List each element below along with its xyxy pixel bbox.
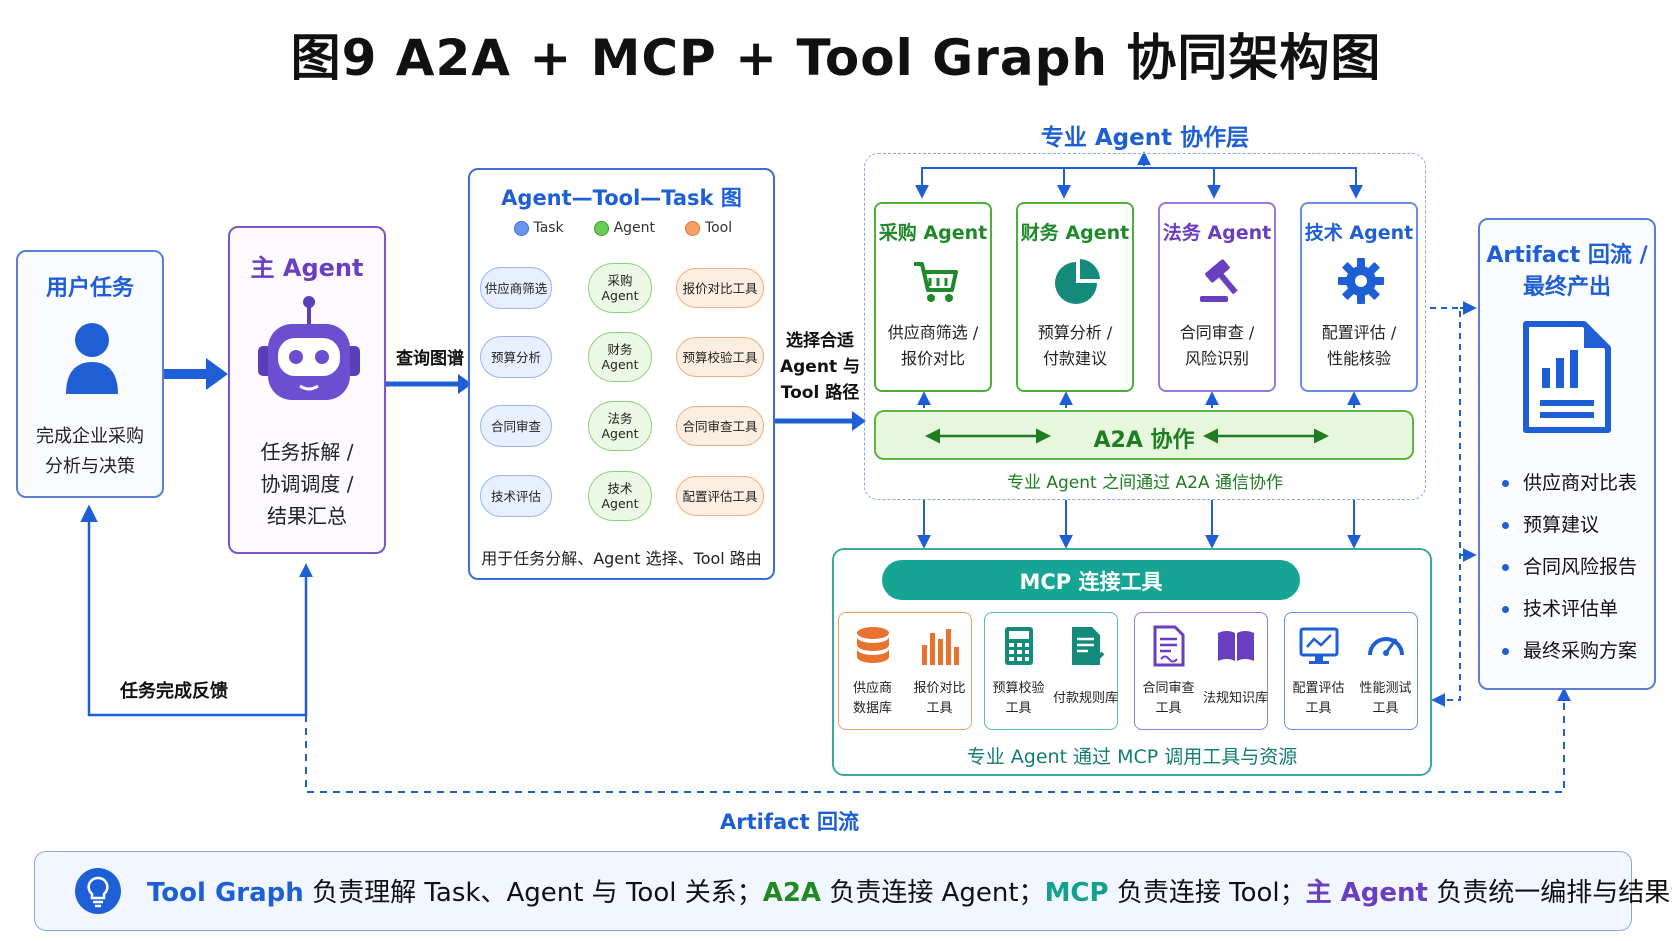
artifact-flow-line <box>299 563 1571 793</box>
cart-icon <box>910 256 960 306</box>
legend-tool: Tool <box>704 220 733 236</box>
graph-caption: 用于任务分解、Agent 选择、Tool 路由 <box>481 549 762 568</box>
graph-tool-node: 预算校验工具 <box>676 337 764 377</box>
graph-task-node: 供应商筛选 <box>480 267 552 309</box>
bar-chart-icon <box>920 625 960 667</box>
a2a-bar: A2A 协作 <box>874 410 1414 460</box>
graph-task-node: 预算分析 <box>480 336 552 378</box>
list-item: 供应商对比表 <box>1502 462 1637 504</box>
a2a-caption: 专业 Agent 之间通过 A2A 通信协作 <box>1006 473 1283 493</box>
artifact-flow-label: Artifact 回流 <box>720 810 859 834</box>
mcp-tool-item: 预算校验工具 <box>985 613 1052 731</box>
list-item: 预算建议 <box>1502 504 1637 546</box>
legend-tool-dot <box>685 220 701 236</box>
mcp-tool-item: 配置评估工具 <box>1285 613 1352 731</box>
calculator-icon <box>999 625 1039 667</box>
query-graph-label: 查询图谱 <box>396 349 464 369</box>
document-check-icon <box>1066 625 1106 667</box>
list-item: 合同风险报告 <box>1502 546 1637 588</box>
user-task-desc-line2: 分析与决策 <box>45 456 135 477</box>
legal-agent-title: 法务 Agent <box>1162 222 1272 244</box>
legal-agent-card: 法务 Agent 合同审查 /风险识别 <box>1158 202 1276 392</box>
database-icon <box>853 625 893 667</box>
select-path-label: 选择合适 Agent 与 Tool 路径 <box>779 331 860 403</box>
gauge-icon <box>1366 625 1406 667</box>
graph-task-node: 合同审查 <box>480 405 552 447</box>
graph-task-node: 技术评估 <box>480 475 552 517</box>
tech-agent-card: 技术 Agent 配置评估 /性能核验 <box>1300 202 1418 392</box>
gear-icon <box>1336 256 1386 306</box>
mcp-tool-group: 合同审查工具 法规知识库 <box>1134 612 1268 730</box>
main-agent-box: 主 Agent 任务拆解 / 协调调度 / 结果汇总 <box>228 226 386 554</box>
pie-chart-icon <box>1052 256 1102 306</box>
report-icon <box>1522 320 1612 434</box>
graph-legend: Task Agent Tool <box>514 220 758 236</box>
collab-layer-frame <box>864 153 1426 500</box>
mcp-tool-item: 合同审查工具 <box>1135 613 1202 731</box>
artifact-box: Artifact 回流 / 最终产出 供应商对比表 预算建议 合同风险报告 技术… <box>1478 218 1656 690</box>
mcp-tool-group: 供应商数据库 报价对比工具 <box>838 612 972 730</box>
mcp-tool-item: 付款规则库 <box>1052 613 1119 731</box>
mcp-tool-item: 供应商数据库 <box>839 613 906 731</box>
contract-icon <box>1149 625 1189 667</box>
finance-agent-card: 财务 Agent 预算分析 /付款建议 <box>1016 202 1134 392</box>
procurement-agent-title: 采购 Agent <box>878 222 988 244</box>
a2a-label: A2A 协作 <box>1093 428 1195 453</box>
user-task-title: 用户任务 <box>45 276 134 301</box>
book-icon <box>1216 625 1256 667</box>
mcp-tool-group: 配置评估工具 性能测试工具 <box>1284 612 1418 730</box>
legend-task: Task <box>533 220 564 236</box>
procurement-agent-card: 采购 Agent 供应商筛选 /报价对比 <box>874 202 992 392</box>
summary-text: Tool Graph 负责理解 Task、Agent 与 Tool 关系；A2A… <box>147 878 1672 908</box>
monitor-icon <box>1299 625 1339 667</box>
collab-layer-title: 专业 Agent 协作层 <box>1040 125 1250 151</box>
mcp-caption: 专业 Agent 通过 MCP 调用工具与资源 <box>966 746 1298 768</box>
mcp-tool-item: 性能测试工具 <box>1352 613 1419 731</box>
tech-agent-title: 技术 Agent <box>1304 222 1414 244</box>
list-item: 技术评估单 <box>1502 588 1637 630</box>
artifact-list: 供应商对比表 预算建议 合同风险报告 技术评估单 最终采购方案 <box>1502 462 1637 672</box>
graph-tool-node: 合同审查工具 <box>676 406 764 446</box>
user-task-box: 用户任务 完成企业采购 分析与决策 <box>16 250 164 498</box>
finance-agent-title: 财务 Agent <box>1020 222 1130 244</box>
main-agent-desc-line1: 任务拆解 / <box>260 440 354 464</box>
artifact-title-line1: Artifact 回流 / <box>1486 243 1648 268</box>
graph-tool-node: 报价对比工具 <box>676 268 764 308</box>
mcp-tool-group: 预算校验工具 付款规则库 <box>984 612 1118 730</box>
legend-agent: Agent <box>613 220 656 236</box>
mcp-label: MCP 连接工具 <box>1019 570 1163 594</box>
main-agent-desc-line3: 结果汇总 <box>267 504 347 528</box>
graph-title: Agent—Tool—Task 图 <box>501 186 742 210</box>
legend-task-dot <box>514 220 529 236</box>
mcp-bar: MCP 连接工具 <box>882 560 1300 600</box>
legend-agent-dot <box>594 220 610 236</box>
tool-graph-box: Agent—Tool—Task 图 Task Agent Tool 供应商筛选 … <box>468 168 775 580</box>
artifact-title-line2: 最终产出 <box>1522 275 1611 300</box>
list-item: 最终采购方案 <box>1502 630 1637 672</box>
gavel-icon <box>1194 256 1244 306</box>
main-agent-title: 主 Agent <box>250 254 364 282</box>
summary-note: Tool Graph 负责理解 Task、Agent 与 Tool 关系；A2A… <box>34 851 1672 931</box>
lightbulb-icon <box>75 868 121 914</box>
main-agent-desc-line2: 协调调度 / <box>260 472 354 496</box>
task-feedback-label: 任务完成反馈 <box>120 681 228 702</box>
mcp-layer-frame <box>832 548 1432 776</box>
mcp-tool-item: 报价对比工具 <box>906 613 973 731</box>
mcp-tool-item: 法规知识库 <box>1202 613 1269 731</box>
graph-tool-node: 配置评估工具 <box>676 476 764 516</box>
user-icon <box>64 320 120 396</box>
robot-icon <box>252 290 366 410</box>
page-title: 图9 A2A + MCP + Tool Graph 协同架构图 <box>290 29 1382 87</box>
user-task-desc-line1: 完成企业采购 <box>36 426 144 447</box>
